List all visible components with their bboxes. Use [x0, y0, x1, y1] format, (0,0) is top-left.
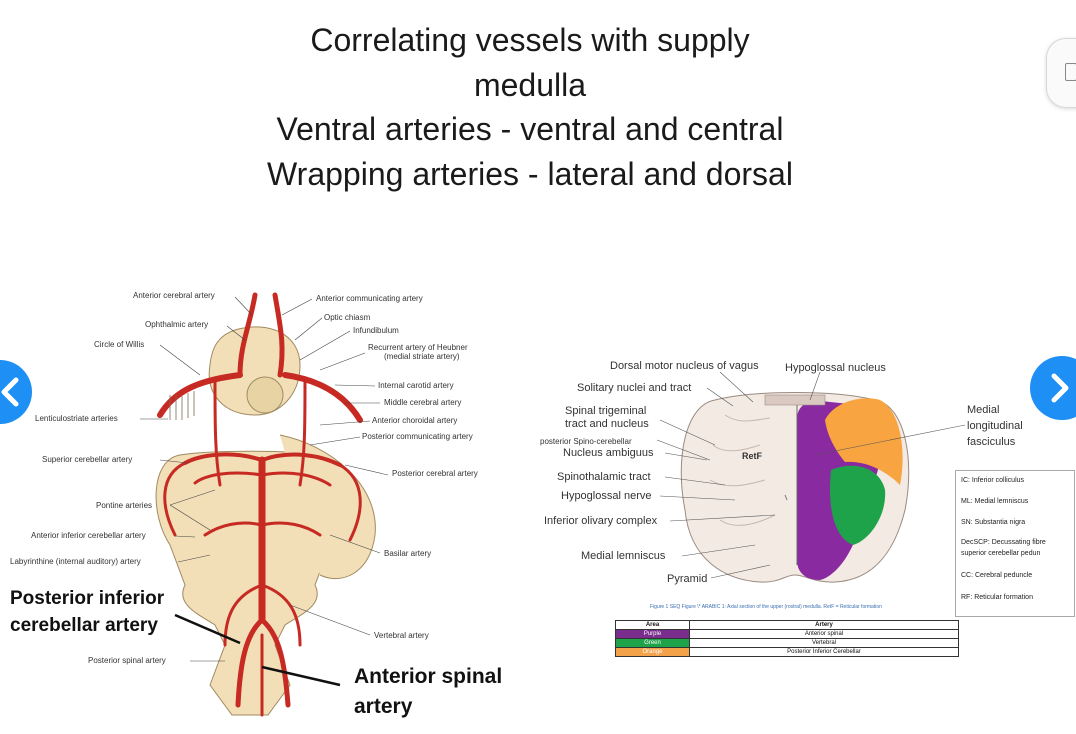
- chevron-right-icon: [1051, 373, 1069, 403]
- label-ophthalmic: Ophthalmic artery: [145, 320, 209, 329]
- brain-artery-diagram: Anterior cerebral artery Anterior commun…: [0, 285, 520, 725]
- label-pontine: Pontine arteries: [96, 501, 153, 510]
- label-labyrinthine: Labyrinthine (internal auditory) artery: [10, 557, 141, 566]
- label-retf: RetF: [742, 451, 762, 461]
- table-cell-artery: Posterior Inferior Cerebellar: [689, 647, 959, 657]
- table-cell-area: Purple: [615, 629, 690, 639]
- label-spinal-trigeminal-2: tract and nucleus: [565, 418, 649, 430]
- label-infundibulum: Infundibulum: [353, 326, 399, 335]
- label-hypoglossal-nerve: Hypoglossal nerve: [561, 490, 652, 502]
- label-recurrent-heubner-sub: (medial striate artery): [384, 352, 460, 361]
- table-row: Purple Anterior spinal: [615, 629, 959, 639]
- label-hypoglossal-nucleus: Hypoglossal nucleus: [785, 362, 886, 374]
- title-line-3: Ventral arteries - ventral and central: [276, 111, 784, 147]
- label-anterior-cerebral: Anterior cerebral artery: [133, 291, 215, 300]
- label-pyramid: Pyramid: [667, 573, 708, 585]
- slide-title: Correlating vessels with supply medulla …: [180, 18, 880, 196]
- label-spinal-trigeminal-1: Spinal trigeminal: [565, 405, 647, 417]
- label-posterior-cerebral: Posterior cerebral artery: [392, 469, 478, 478]
- title-line-1: Correlating vessels with supply: [310, 22, 750, 58]
- legend-item-ic: IC: Inferior colliculus: [961, 477, 1025, 484]
- label-pica-line-2: cerebellar artery: [10, 615, 158, 636]
- brain-artery-illustration: [140, 292, 389, 717]
- title-line-2: medulla: [473, 66, 587, 103]
- next-slide-button[interactable]: [1030, 356, 1076, 420]
- chevron-left-icon: [1, 377, 19, 407]
- table-cell-artery: Anterior spinal: [689, 629, 959, 639]
- label-inferior-olivary: Inferior olivary complex: [544, 515, 658, 527]
- label-spinothalamic: Spinothalamic tract: [557, 471, 651, 483]
- label-recurrent-heubner: Recurrent artery of Heubner: [368, 343, 468, 352]
- label-lenticulostriate: Lenticulostriate arteries: [35, 414, 118, 423]
- label-posterior-spinal: Posterior spinal artery: [88, 656, 166, 665]
- medulla-cross-section: [656, 371, 966, 583]
- label-superior-cerebellar: Superior cerebellar artery: [42, 455, 133, 464]
- figure-caption: Figure 1 SEQ Figure \* ARABIC 1: Axial s…: [650, 604, 882, 610]
- label-anterior-inferior-cerebellar: Anterior inferior cerebellar artery: [31, 531, 146, 540]
- label-anterior-communicating: Anterior communicating artery: [316, 294, 423, 303]
- table-header-row: Area Artery: [615, 620, 959, 630]
- legend-item-decscp: DecSCP: Decussating fibre: [961, 539, 1046, 546]
- legend-item-sn: SN: Substantia nigra: [961, 519, 1026, 526]
- label-dorsal-motor-vagus: Dorsal motor nucleus of vagus: [610, 360, 759, 372]
- side-panel-tab[interactable]: [1046, 38, 1076, 108]
- legend-item-decscp-cont: superior cerebellar pedun: [961, 550, 1041, 557]
- label-pica-line-1: Posterior inferior: [10, 588, 165, 609]
- label-optic-chiasm: Optic chiasm: [324, 313, 371, 322]
- legend-item-rf: RF: Reticular formation: [961, 594, 1033, 601]
- table-cell-area: Orange: [615, 647, 690, 657]
- label-circle-of-willis: Circle of Willis: [94, 340, 145, 349]
- document-icon: [1065, 63, 1076, 81]
- label-medial-lemniscus: Medial lemniscus: [581, 550, 666, 562]
- label-posterior-spinocerebellar: posterior Spino-cerebellar: [540, 437, 632, 446]
- label-mlf-1: Medial: [967, 404, 1000, 416]
- table-cell-area: Green: [615, 638, 690, 648]
- label-anterior-choroidal: Anterior choroidal artery: [372, 416, 458, 425]
- legend-item-ml: ML: Medial lemniscus: [961, 498, 1029, 505]
- title-line-4: Wrapping arteries - lateral and dorsal: [267, 155, 793, 192]
- label-nucleus-ambiguus: Nucleus ambiguus: [563, 447, 654, 459]
- label-asa-line-1: Anterior spinal: [354, 665, 503, 688]
- label-mlf-3: fasciculus: [967, 436, 1016, 448]
- label-posterior-communicating: Posterior communicating artery: [362, 432, 473, 441]
- label-middle-cerebral: Middle cerebral artery: [384, 398, 462, 407]
- table-header-area: Area: [615, 620, 690, 630]
- label-asa-line-2: artery: [354, 695, 413, 718]
- label-vertebral: Vertebral artery: [374, 631, 429, 640]
- previous-slide-button[interactable]: [0, 360, 32, 424]
- table-header-artery: Artery: [689, 620, 959, 630]
- table-row: Orange Posterior Inferior Cerebellar: [615, 647, 959, 657]
- label-basilar: Basilar artery: [384, 549, 432, 558]
- area-artery-table: Area Artery Purple Anterior spinal Green…: [615, 620, 959, 657]
- abbreviation-legend: IC: Inferior colliculus ML: Medial lemni…: [955, 470, 1075, 617]
- table-row: Green Vertebral: [615, 638, 959, 648]
- legend-item-cc: CC: Cerebral peduncle: [961, 572, 1033, 579]
- medulla-section-diagram: Dorsal motor nucleus of vagus Hypoglossa…: [535, 350, 1075, 670]
- label-solitary: Solitary nuclei and tract: [577, 382, 692, 394]
- label-internal-carotid: Internal carotid artery: [378, 381, 454, 390]
- table-cell-artery: Vertebral: [689, 638, 959, 648]
- label-mlf-2: longitudinal: [967, 420, 1023, 432]
